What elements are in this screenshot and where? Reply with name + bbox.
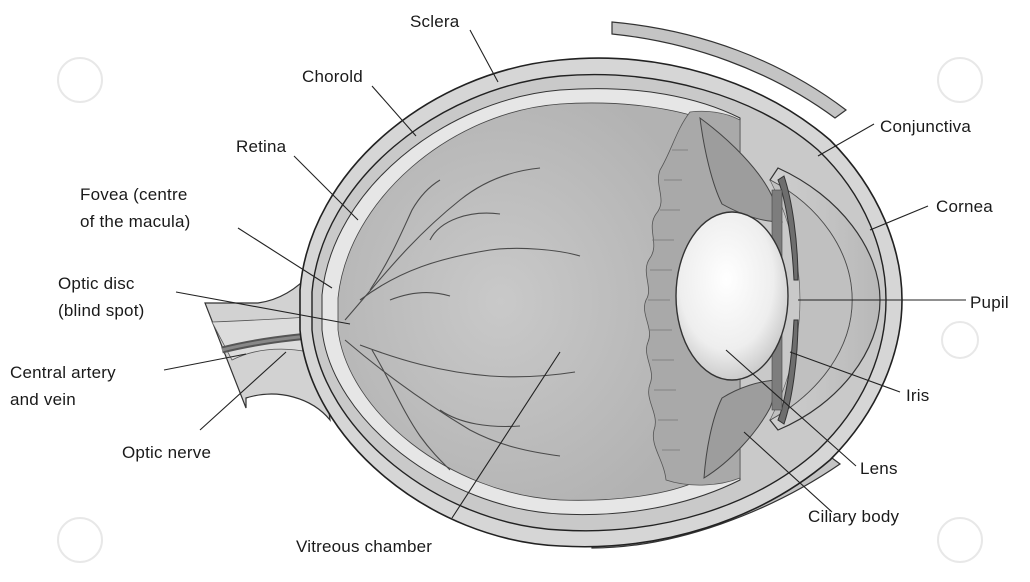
label-ciliary-body: Ciliary body bbox=[808, 507, 900, 526]
label-optic-nerve: Optic nerve bbox=[122, 443, 211, 462]
label-conjunctiva: Conjunctiva bbox=[880, 117, 971, 136]
label-fovea-line1: Fovea (centre bbox=[80, 185, 187, 204]
label-central-artery-line1: Central artery bbox=[10, 363, 116, 382]
label-fovea-line2: of the macula) bbox=[80, 212, 191, 231]
label-choroid: Chorold bbox=[302, 67, 363, 86]
label-optic-disc-line2: (blind spot) bbox=[58, 301, 145, 320]
leader-sclera bbox=[470, 30, 498, 82]
label-vitreous-chamber: Vitreous chamber bbox=[296, 537, 432, 556]
label-sclera: Sclera bbox=[410, 12, 460, 31]
label-optic-disc-line1: Optic disc bbox=[58, 274, 135, 293]
label-lens: Lens bbox=[860, 459, 898, 478]
label-central-artery-line2: and vein bbox=[10, 390, 76, 409]
label-pupil: Pupil bbox=[970, 293, 1009, 312]
label-iris: Iris bbox=[906, 386, 929, 405]
label-cornea: Cornea bbox=[936, 197, 993, 216]
label-retina: Retina bbox=[236, 137, 287, 156]
